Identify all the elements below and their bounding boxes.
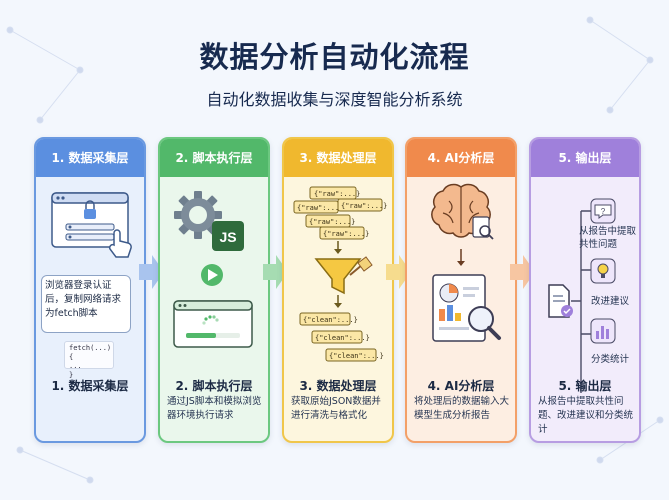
stage-card-ai-analysis: 4. AI分析层 4. AI分析层 将处理后的数据输入大模型生成分析报告 [405, 137, 517, 443]
stage-footer-title: 5. 输出层 [558, 379, 612, 393]
flow-arrow-icon [510, 255, 535, 289]
gear-script-icon: JS [173, 191, 253, 348]
output-item-label: 从报告中提取共性问题 [579, 226, 637, 250]
stage-description: 通过JS脚本和模拟浏览器环境执行请求 [167, 396, 262, 421]
login-note-bubble: 浏览器登录认证后，复制网络请求为fetch脚本 [41, 275, 131, 333]
stage-description: 从报告中提取共性问题、改进建议和分类统计 [538, 396, 634, 435]
raw-data-tag: {"raw":...} [341, 202, 387, 210]
output-tree-icon: ? [548, 198, 616, 393]
stage-footer-title: 1. 数据采集层 [51, 379, 129, 393]
stage-card-data-processing: 3. 数据处理层 {"raw":...} {"raw":...} {"raw":… [282, 137, 394, 443]
raw-data-tag: {"raw":...} [323, 230, 369, 238]
clean-data-tag: {"clean":...} [315, 334, 370, 342]
page-title: 数据分析自动化流程 [199, 40, 470, 74]
code-line: fetch(...) { [69, 344, 112, 361]
js-badge: JS [219, 229, 236, 245]
raw-data-tag: {"raw":...} [314, 190, 360, 198]
flow-arrow-icon [386, 255, 411, 289]
svg-text:?: ? [601, 207, 606, 216]
flow-arrow-icon [139, 255, 164, 289]
stage-card-data-collection: 1. 数据采集层 浏览器登录认证后，复制网络请求为fetch脚本 fetch(.… [34, 137, 146, 443]
stage-card-script-execution: 2. 脚本执行层 JS 2. [158, 137, 270, 443]
stage-header: 4. AI分析层 [407, 139, 515, 177]
stage-footer-title: 2. 脚本执行层 [175, 379, 253, 393]
stage-description: 获取原始JSON数据并进行清洗与格式化 [291, 396, 381, 421]
stage-card-output: 5. 输出层 ? 从报告中提取共性问题 改进建议 分类统计 5. 输出层 从报告… [529, 137, 641, 443]
clean-data-tag: {"clean":...} [303, 316, 358, 324]
ai-brain-report-icon [431, 183, 501, 342]
output-item-label: 改进建议 [591, 296, 630, 307]
stage-header: 2. 脚本执行层 [160, 139, 268, 177]
stage-description: 将处理后的数据输入大模型生成分析报告 [414, 396, 510, 421]
stage-header: 5. 输出层 [531, 139, 639, 177]
stage-header: 3. 数据处理层 [284, 139, 392, 177]
stage-footer-title: 4. AI分析层 [427, 379, 495, 393]
output-item-label: 分类统计 [591, 354, 630, 365]
page-subtitle: 自动化数据收集与深度智能分析系统 [206, 90, 463, 109]
data-cleaning-funnel-icon: {"raw":...} {"raw":...} {"raw":...} {"ra… [293, 186, 387, 362]
browser-login-icon [51, 192, 132, 258]
code-line: ... [69, 362, 82, 370]
fetch-code-snippet: fetch(...) { ... } [64, 341, 114, 379]
stage-header: 1. 数据采集层 [36, 139, 144, 177]
raw-data-tag: {"raw":...} [309, 218, 355, 226]
flow-arrow-icon [263, 255, 288, 289]
clean-data-tag: {"clean":...} [329, 352, 384, 360]
raw-data-tag: {"raw":...} [297, 204, 343, 212]
stage-footer-title: 3. 数据处理层 [299, 379, 377, 393]
code-line: } [69, 371, 74, 379]
